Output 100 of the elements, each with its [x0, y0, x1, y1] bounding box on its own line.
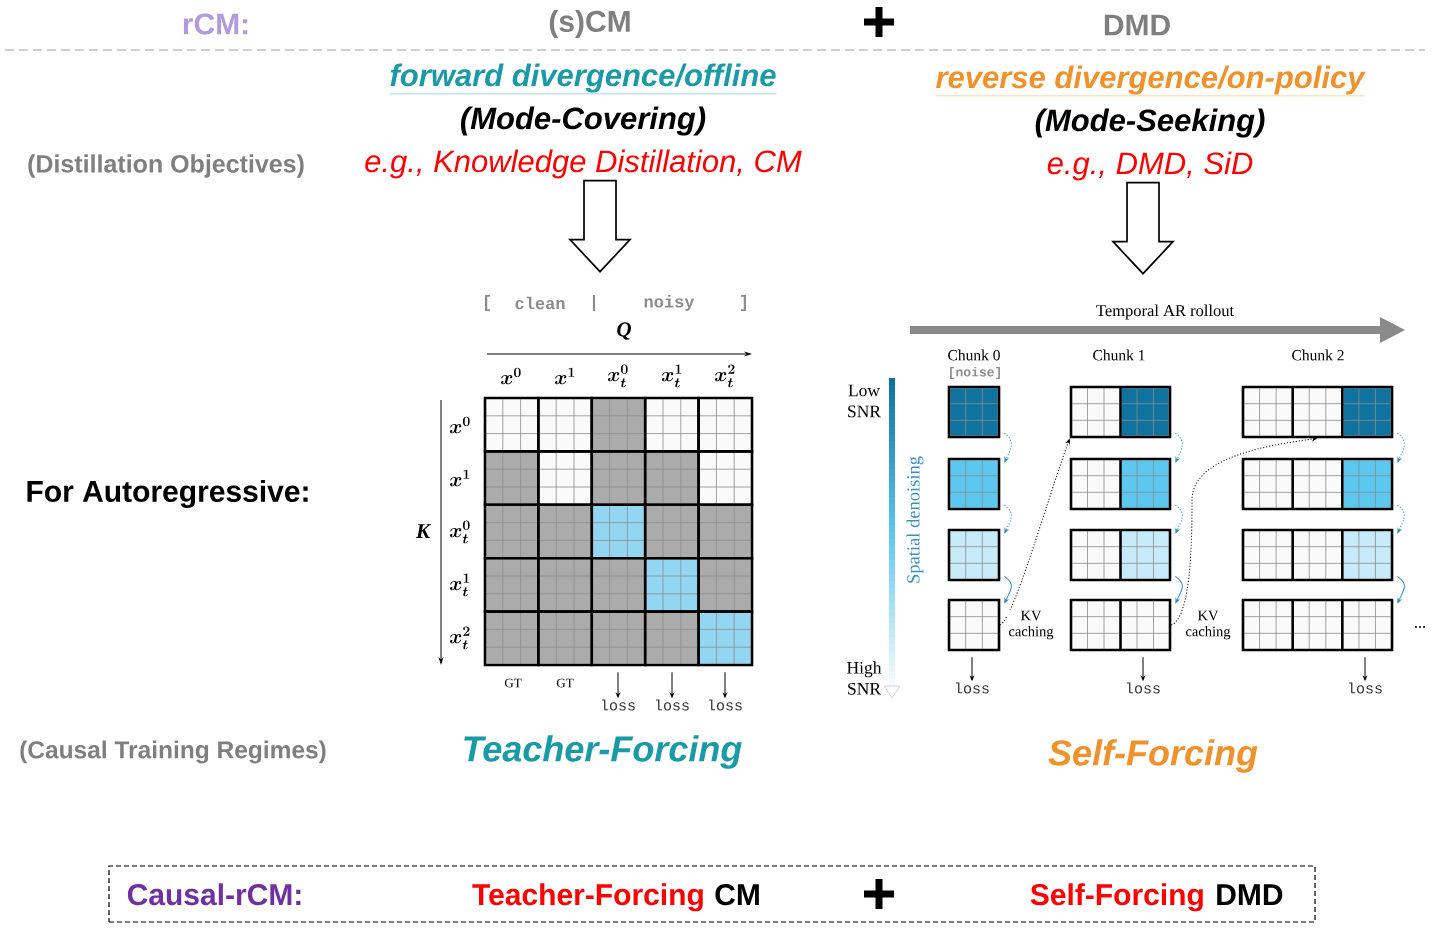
matrix-cell: [697, 450, 754, 507]
matrix-cell: [537, 556, 594, 613]
arrow: [970, 656, 974, 681]
grid-block: [1241, 598, 1394, 652]
curved-arrow: [999, 439, 1070, 626]
mode-subheading: (Mode-Covering): [461, 106, 706, 136]
column-label: Chunk 0: [948, 349, 1000, 361]
bracket: [: [485, 295, 490, 311]
column-label: Chunk 1: [1093, 349, 1145, 361]
method-name: Self-Forcing: [1030, 883, 1203, 912]
divergence-heading: reverse divergence/on-policy: [935, 65, 1366, 97]
curved-arrow: [1003, 575, 1012, 604]
curved-arrow: [1003, 504, 1012, 534]
matrix-cell: [643, 556, 700, 613]
matrix-cell: [643, 503, 700, 560]
grid-block: [947, 457, 1001, 511]
row-label: (Causal Training Regimes): [20, 740, 326, 764]
curved-arrow: [1396, 504, 1405, 534]
matrix-cell: [590, 450, 647, 507]
row-heading: For Autoregressive:: [27, 479, 308, 509]
matrix-cell: [697, 610, 754, 667]
grid-block: [947, 528, 1001, 582]
row-label: $x_{t}^{0}$: [450, 520, 470, 544]
loss-label: loss: [1348, 682, 1382, 694]
grid-block: [1069, 457, 1172, 511]
matrix-cell: [537, 396, 594, 453]
loss-label: loss: [655, 699, 689, 711]
hollow-arrow: [568, 179, 632, 273]
box-heading: Causal-rCM:: [127, 883, 301, 906]
edge-label: KV caching: [1007, 609, 1055, 641]
curved-arrow: [1170, 437, 1317, 626]
ellipsis: ...: [1415, 626, 1425, 628]
column-label: $x_{t}^{0}$: [608, 364, 628, 388]
matrix-cell: [697, 503, 754, 560]
grid-block: [947, 598, 1001, 652]
grid-block: [947, 385, 1001, 439]
row-label: $x^{1}$: [450, 469, 470, 487]
grid-block: [1241, 457, 1394, 511]
curved-arrow: [1174, 432, 1183, 463]
method-name: DMD: [1217, 884, 1283, 905]
matrix-cell: [590, 610, 647, 667]
method-name: Teacher-Forcing: [472, 883, 703, 912]
matrix-cell: [590, 556, 647, 613]
mode-subheading: (Mode-Seeking): [1035, 108, 1265, 138]
row-heading: rCM:: [183, 13, 248, 35]
separator: |: [592, 294, 596, 312]
loss-label: loss: [955, 682, 989, 694]
cell-note: GT: [504, 678, 522, 688]
grid-block: [1069, 385, 1172, 439]
column-label: $x^{1}$: [555, 367, 575, 385]
example-text: e.g., Knowledge Distillation, CM: [365, 149, 802, 179]
column-label: $x_{t}^{2}$: [715, 364, 735, 388]
matrix-cell: [483, 556, 540, 613]
matrix-cell: [537, 503, 594, 560]
example-text: e.g., DMD, SiD: [1047, 151, 1253, 181]
row-label: (Distillation Objectives): [28, 154, 304, 178]
hollow-arrow: [1111, 181, 1175, 275]
bracket: ]: [741, 295, 746, 311]
grid-block: [1069, 528, 1172, 582]
regime-label: Self-Forcing: [1048, 739, 1258, 773]
axis-title: K: [415, 524, 432, 538]
axis-label: clean: [515, 296, 565, 310]
edge-label: KV caching: [1184, 609, 1232, 641]
arrow: [616, 671, 620, 698]
loss-label: loss: [601, 699, 635, 711]
column-label: $x^{0}$: [501, 367, 521, 385]
grid-block: [1241, 528, 1394, 582]
cell-note: GT: [556, 678, 574, 688]
arrow: [1141, 656, 1145, 681]
axis-end-label: High SNR: [847, 661, 882, 695]
grid-block: [1241, 385, 1394, 439]
curved-arrow: [1174, 575, 1183, 604]
loss-label: loss: [1126, 682, 1160, 694]
matrix-cell: [483, 610, 540, 667]
arrow: [670, 671, 674, 698]
regime-label: Teacher-Forcing: [464, 735, 742, 769]
row-label: $x^{0}$: [450, 416, 470, 434]
arrow-label: Temporal AR rollout: [1096, 304, 1234, 320]
matrix-cell: [483, 503, 540, 560]
column-label: $x_{t}^{1}$: [662, 364, 682, 388]
matrix-cell: [483, 396, 540, 453]
matrix-cell: [483, 450, 540, 507]
divergence-heading: forward divergence/offline: [389, 63, 777, 95]
curved-arrow: [1003, 432, 1012, 463]
grid-block: [1069, 598, 1172, 652]
arrow: [1363, 656, 1367, 681]
axis-title: Q: [617, 322, 631, 340]
curved-arrow: [1396, 432, 1405, 463]
matrix-cell: [590, 503, 647, 560]
matrix-cell: [643, 610, 700, 667]
matrix-cell: [643, 450, 700, 507]
arrow: [723, 671, 727, 698]
row-label: $x_{t}^{2}$: [450, 626, 470, 650]
column-heading: DMD: [1104, 14, 1170, 36]
method-name: CM: [715, 884, 759, 906]
arrow-label: Spatial denoising: [906, 456, 924, 583]
matrix-cell: [590, 396, 647, 453]
row-label: $x_{t}^{1}$: [450, 573, 470, 597]
column-label: Chunk 2: [1292, 349, 1344, 361]
axis-label: noisy: [644, 295, 695, 311]
